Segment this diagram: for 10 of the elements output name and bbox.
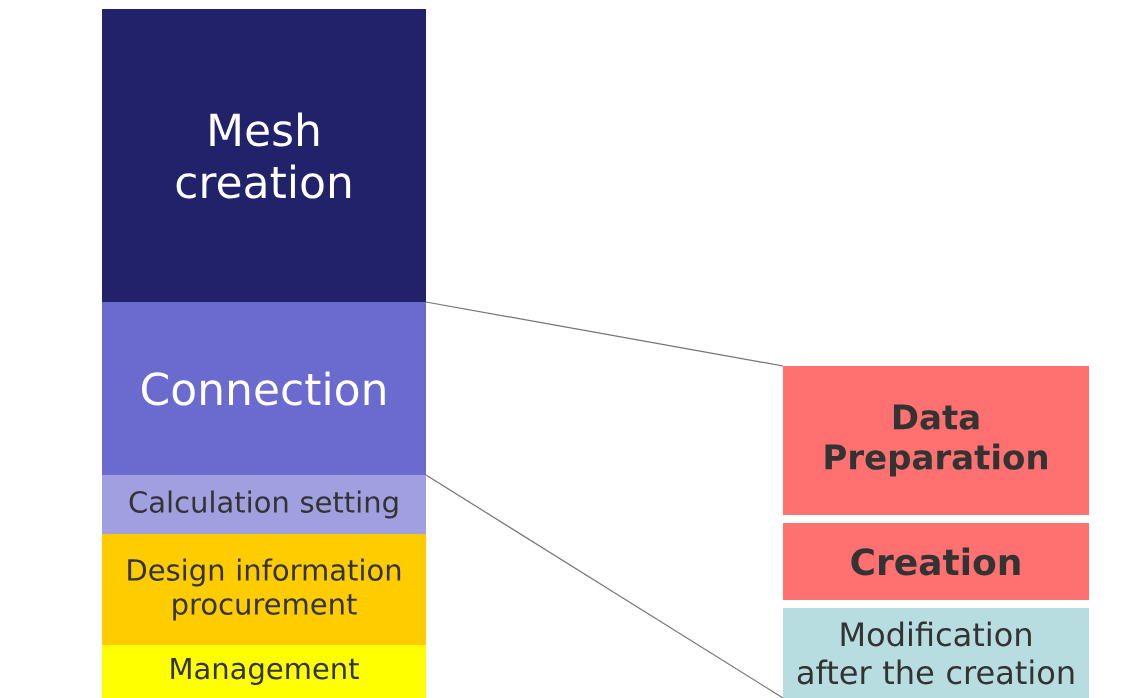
process-box: Creation <box>783 523 1089 600</box>
process-box: Management <box>102 645 426 698</box>
process-box: Modification after the creation <box>783 608 1089 698</box>
process-box: Data Preparation <box>783 366 1089 515</box>
process-box: Connection <box>102 302 426 475</box>
connector-line <box>425 301 784 367</box>
process-box: Calculation setting <box>102 475 426 534</box>
connector-line <box>425 474 784 698</box>
process-box: Mesh creation <box>102 9 426 302</box>
process-box: Design information procurement <box>102 534 426 645</box>
